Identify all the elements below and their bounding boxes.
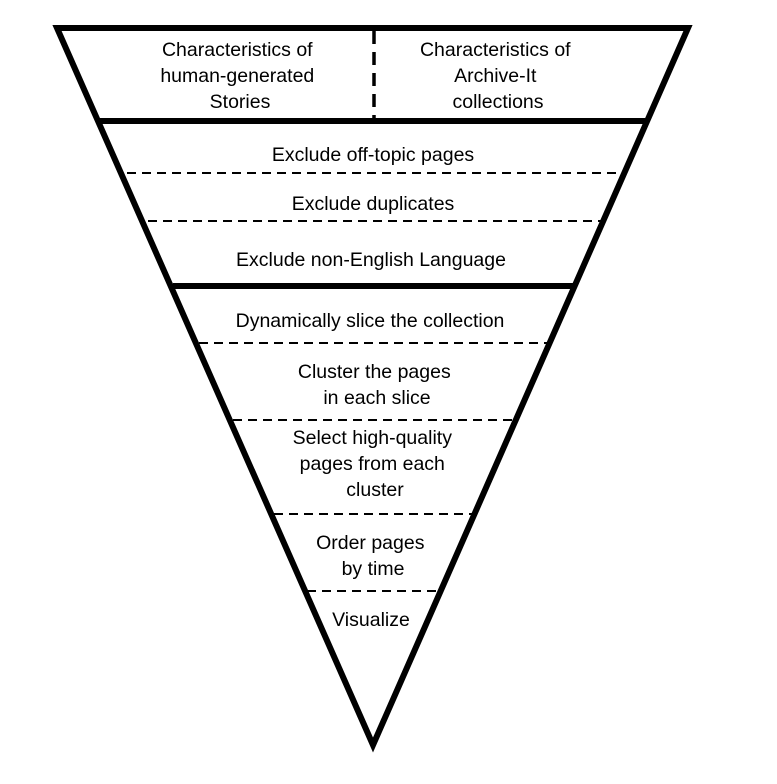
step-visualize: Visualize (332, 609, 410, 631)
step-line: Select high-quality (293, 427, 453, 449)
step-line: Dynamically slice the collection (236, 310, 505, 332)
step-line: cluster (346, 479, 404, 501)
step-line: Order pages (316, 532, 425, 554)
step-slice-collection: Dynamically slice the collection (236, 310, 505, 332)
funnel-outline (52, 25, 693, 753)
header-right-label: Characteristics of Archive-It collection… (420, 39, 576, 113)
step-line: Exclude duplicates (292, 193, 455, 215)
step-line: Exclude off-topic pages (272, 144, 475, 166)
step-order-by-time: Order pages by time (316, 532, 430, 580)
step-line: Visualize (332, 609, 410, 631)
step-exclude-duplicates: Exclude duplicates (292, 193, 455, 215)
header-left-line: human-generated (160, 65, 314, 87)
step-select-high-quality: Select high-quality pages from each clus… (293, 427, 458, 501)
step-line: by time (342, 558, 405, 580)
header-left-label: Characteristics of human-generated Stori… (160, 39, 319, 113)
header-right-line: Characteristics of (420, 39, 571, 61)
header-left-line: Stories (210, 91, 271, 113)
step-line: Exclude non-English Language (236, 249, 506, 271)
step-line: in each slice (323, 387, 430, 409)
step-line: pages from each (300, 453, 445, 475)
header-left-line: Characteristics of (162, 39, 313, 61)
header-right-line: collections (452, 91, 543, 113)
step-exclude-off-topic: Exclude off-topic pages (272, 144, 475, 166)
header-right-line: Archive-It (454, 65, 537, 87)
step-exclude-non-english: Exclude non-English Language (236, 249, 506, 271)
step-cluster-pages: Cluster the pages in each slice (298, 361, 456, 409)
step-line: Cluster the pages (298, 361, 451, 383)
